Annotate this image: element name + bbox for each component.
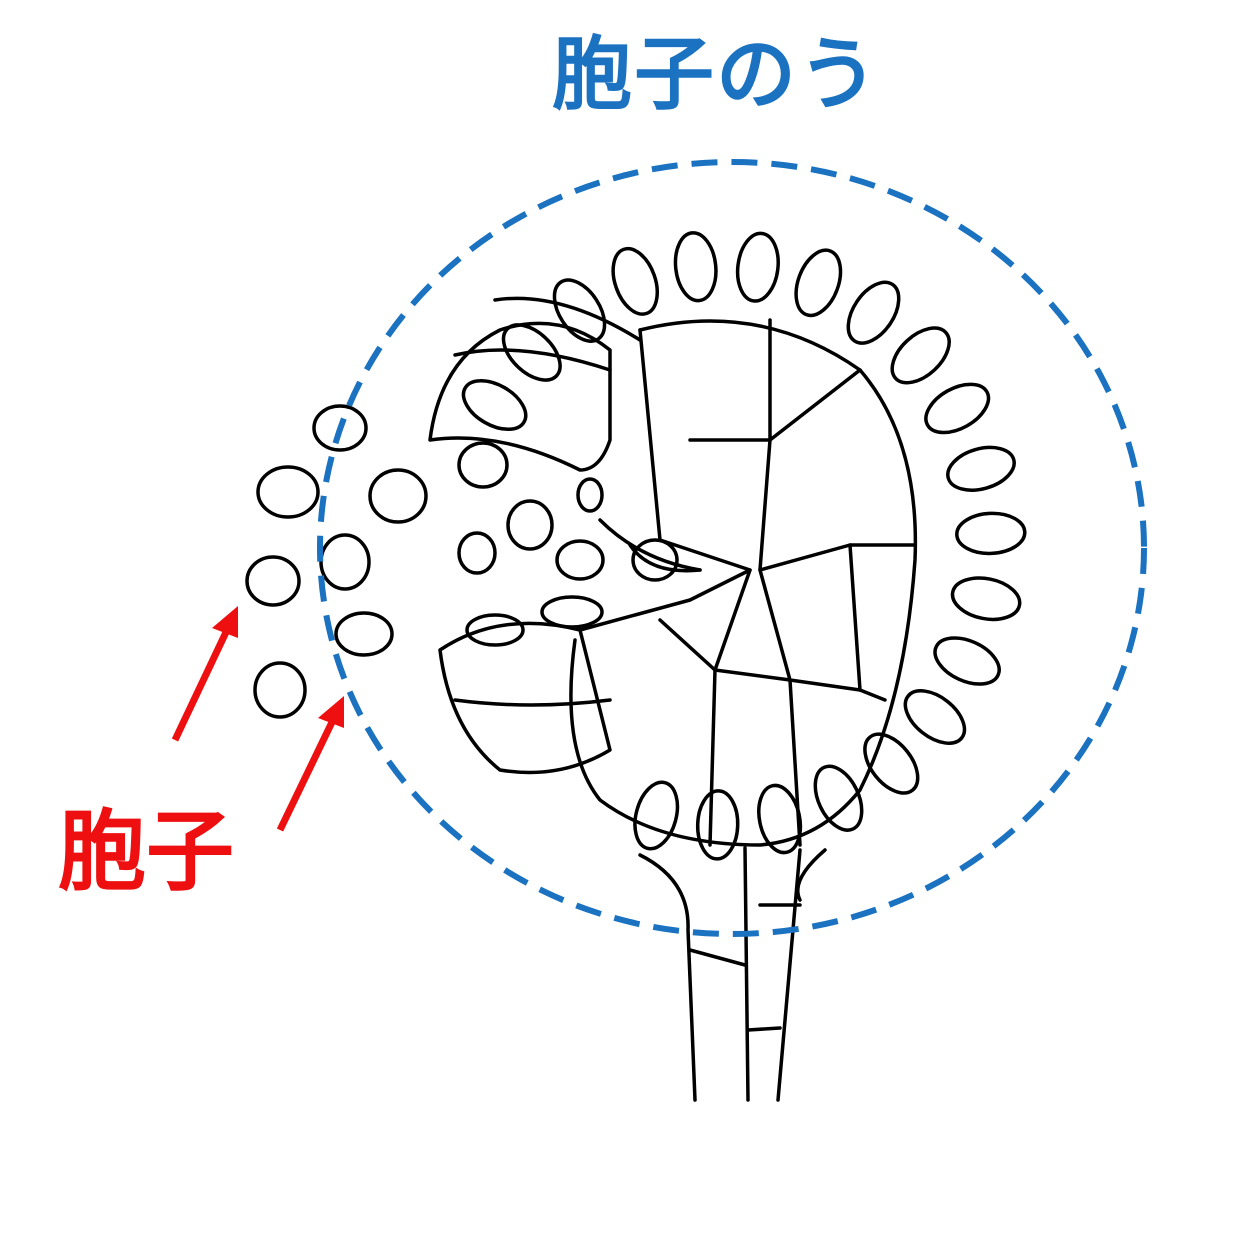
sporangium-highlight-circle [317,159,1147,937]
annulus-cell [933,636,1001,686]
spore [319,533,371,591]
spore [253,661,307,719]
spore [576,477,604,513]
spore [256,465,320,519]
annulus-cell [946,445,1016,492]
spore [457,531,497,575]
spore [631,538,679,582]
annulus-cell [461,378,528,432]
annulus-cell [735,231,780,303]
annulus-cell [950,576,1022,622]
annulus-cell [757,783,803,855]
annulus-cell [552,278,607,343]
spores-label: 胞子 [58,800,235,903]
spore [245,555,301,607]
annulus-cell [794,248,843,318]
annulus-cell [673,231,718,303]
annulus-cell [903,689,967,745]
spores [245,404,679,719]
annulus-cell [863,732,920,795]
spore [506,499,554,551]
sporangium-body [428,296,918,847]
spore [312,404,368,452]
spore [540,595,604,629]
spore [368,468,428,524]
annulus-cell [924,382,991,435]
annulus-cell [846,280,901,345]
arrow-icon [171,606,238,742]
sporangium-label: 胞子のう [552,28,880,121]
arrows [171,606,344,832]
annulus-cell [501,323,562,382]
annulus-cell [695,789,740,861]
spore [334,611,394,657]
annulus-cell [890,326,951,385]
annulus [461,231,1027,861]
annulus-cell [633,780,680,851]
spore [457,441,509,489]
spore [465,613,525,647]
spore [555,539,605,581]
annulus-cell [955,511,1027,556]
arrow-icon [276,696,344,832]
annulus-cell [813,764,864,832]
annulus-cell [611,246,659,316]
stalk [638,846,827,1102]
